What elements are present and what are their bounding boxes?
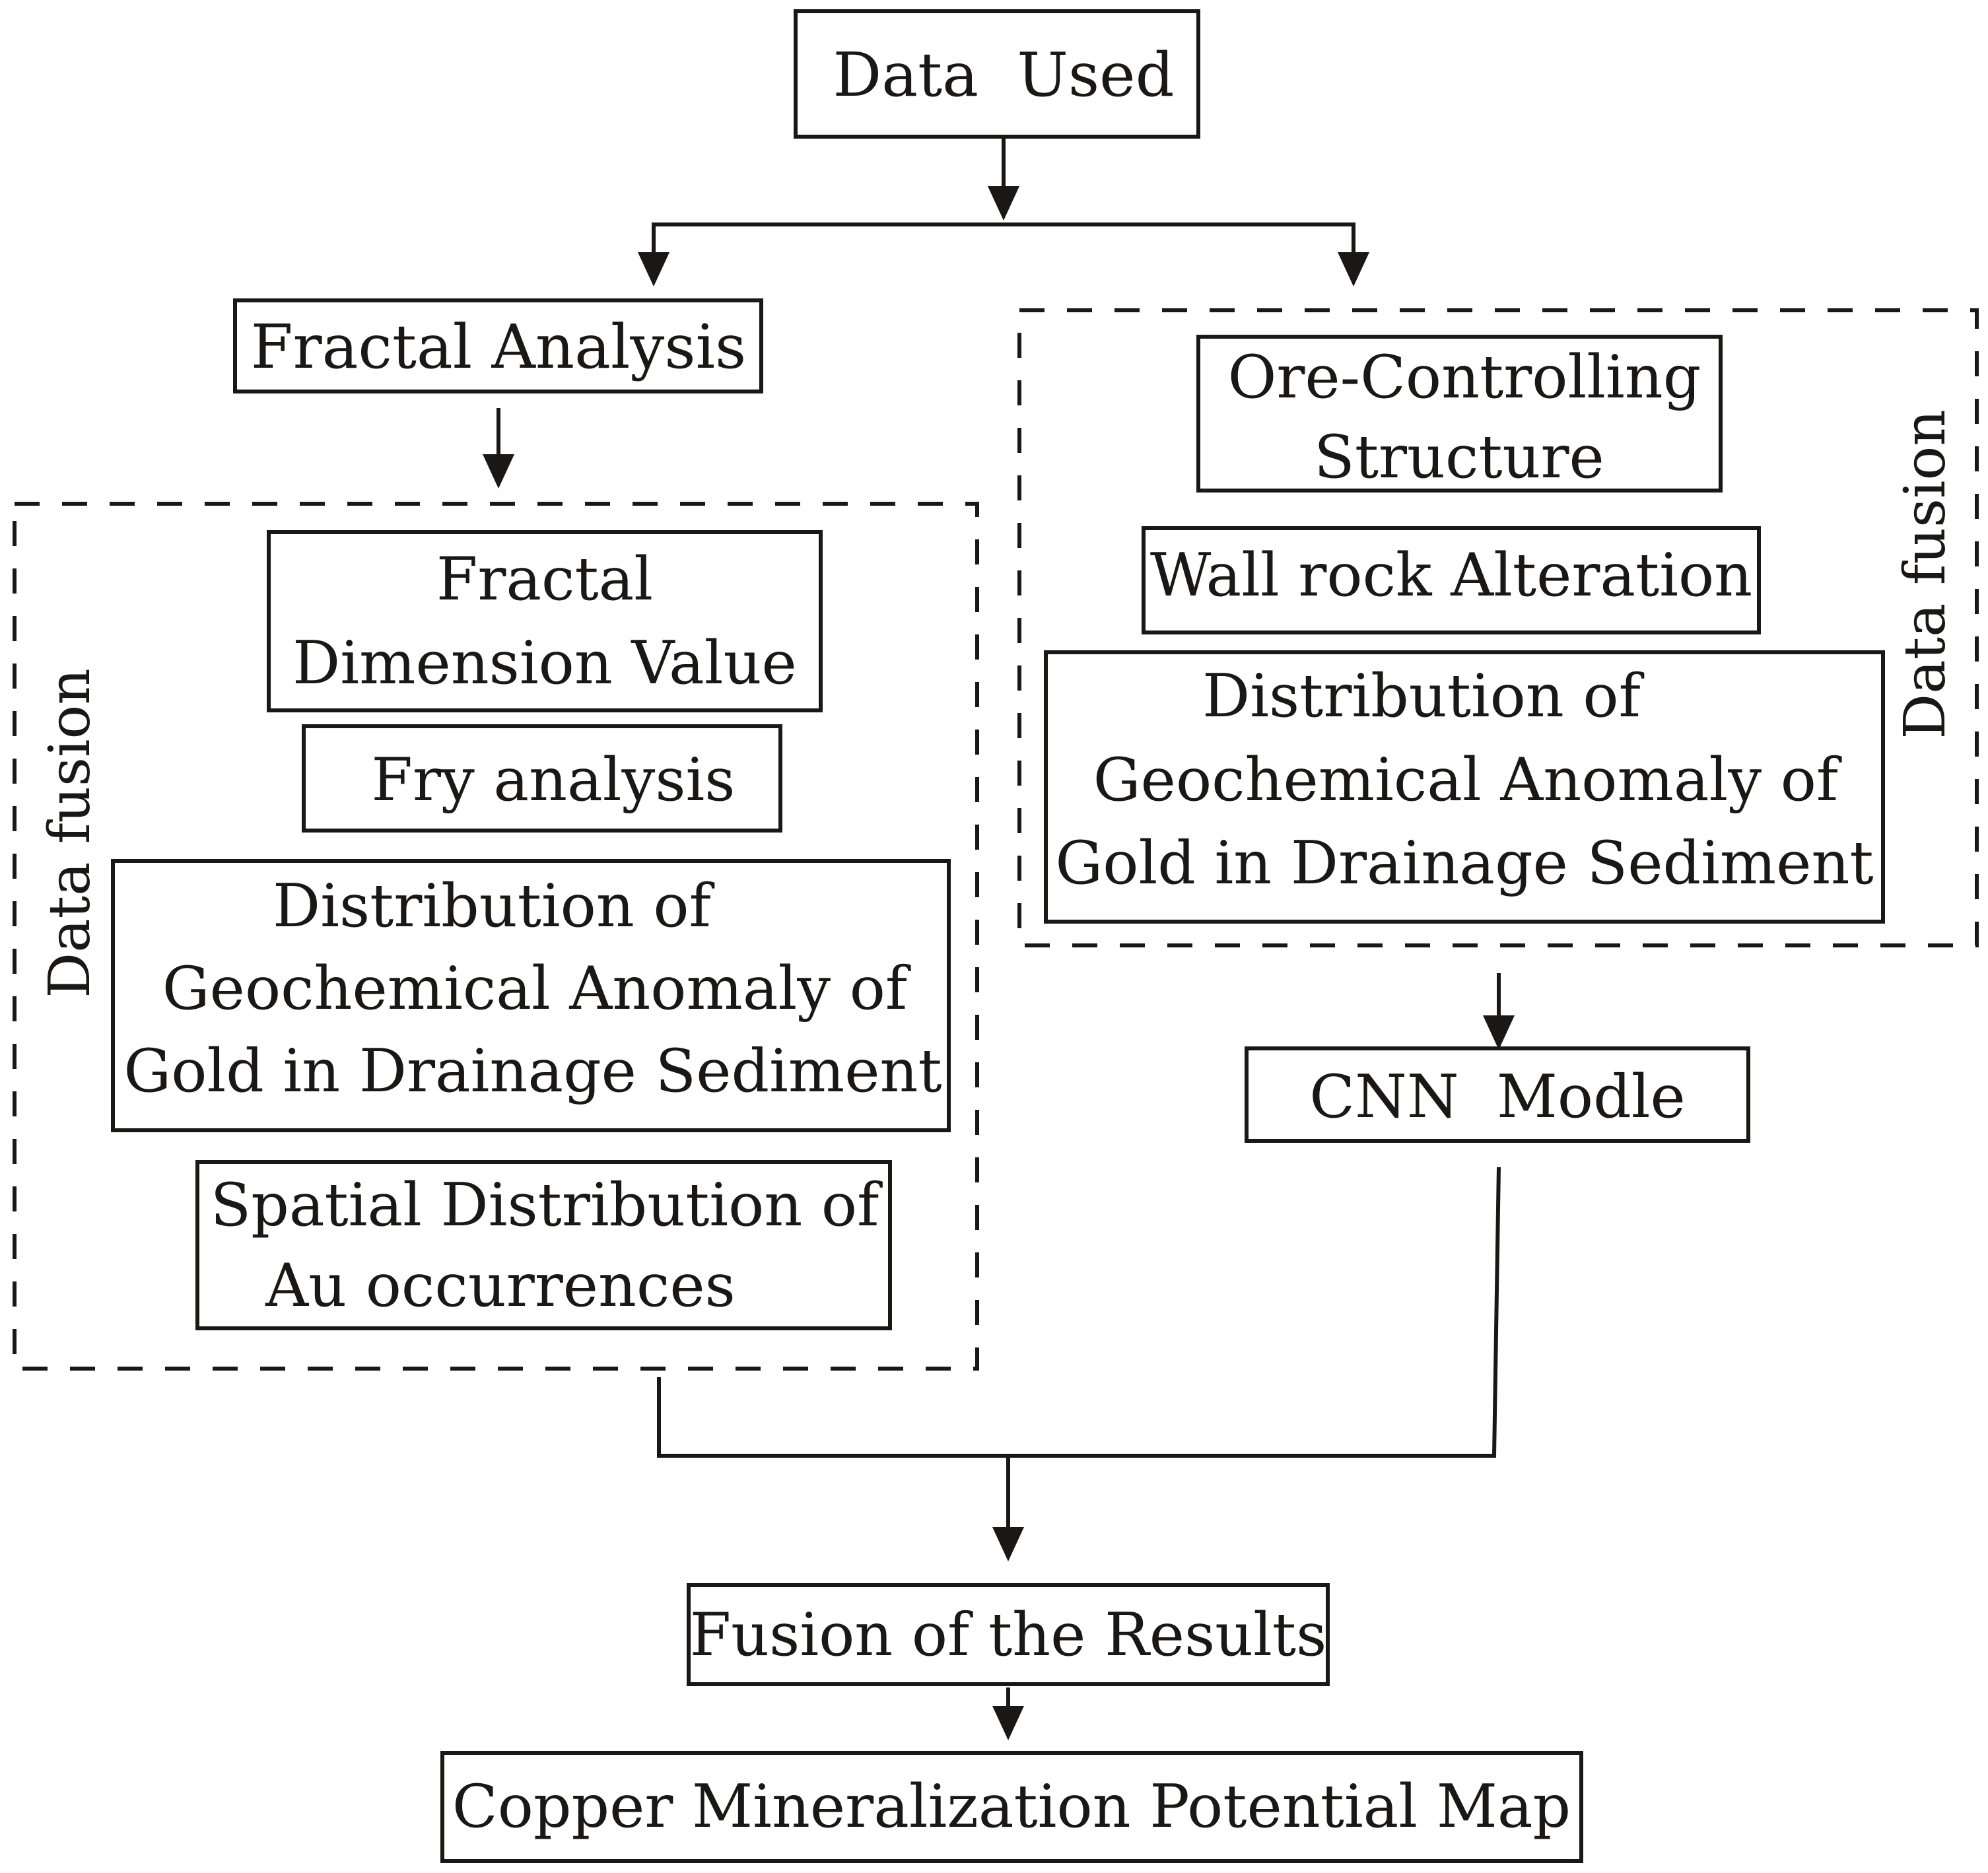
ore-controlling-line-2: Structure [1314,423,1604,492]
fusion-results-node: Fusion of the Results [687,1583,1330,1686]
geochem-left-node: Distribution of Geochemical Anomaly of G… [111,859,951,1132]
wall-rock-node: Wall rock Alteration [1142,526,1761,634]
fractal-analysis-node: Fractal Analysis [233,298,763,393]
arrowhead-fusion-down [992,1706,1024,1740]
right-group-label: Data fusion [1892,409,1958,739]
fusion-results-label: Fusion of the Results [690,1600,1327,1670]
connector-merge [657,1167,1501,1458]
fusion-results-box [687,1583,1330,1686]
arrowhead-fractal-down [483,454,514,489]
fractal-dimension-line-1: Fractal [436,545,653,614]
ore-controlling-line-1: Ore-Controlling [1228,343,1701,412]
geochem-left-line-1: Distribution of [273,871,715,941]
cnn-model-node: CNN Modle [1245,1046,1750,1143]
geochem-right-line-1: Distribution of [1202,662,1645,731]
spatial-distribution-box [195,1160,892,1330]
spatial-distribution-line-2: Au occurrences [265,1251,736,1320]
fractal-dimension-node: Fractal Dimension Value [267,530,823,712]
data-used-box [794,9,1200,139]
fractal-dimension-line-2: Dimension Value [292,629,797,698]
fry-analysis-box [302,724,782,833]
copper-map-label: Copper Mineralization Potential Map [452,1772,1571,1841]
geochem-left-line-2: Geochemical Anomaly of [162,954,911,1023]
wall-rock-label: Wall rock Alteration [1150,541,1752,610]
geochem-left-line-3: Gold in Drainage Sediment [123,1037,942,1106]
spatial-distribution-line-1: Spatial Distribution of [211,1171,883,1240]
ore-controlling-box [1196,335,1723,493]
data-used-label: Data Used [833,40,1174,110]
data-used-node: Data Used [794,9,1200,139]
copper-map-node: Copper Mineralization Potential Map [440,1751,1583,1863]
arrowhead-split-right [1338,252,1369,287]
geochem-right-line-3: Gold in Drainage Sediment [1055,829,1873,898]
left-data-fusion-group [13,502,979,1371]
geochem-right-node: Distribution of Geochemical Anomaly of G… [1044,650,1885,924]
fry-analysis-label: Fry analysis [372,745,736,815]
connectors [483,139,1515,1740]
geochem-right-line-2: Geochemical Anomaly of [1093,745,1842,815]
fry-analysis-node: Fry analysis [302,724,782,833]
fractal-analysis-box [233,298,763,393]
ore-controlling-node: Ore-Controlling Structure [1196,335,1723,493]
arrowhead-split-left [638,252,669,287]
cnn-model-label: CNN Modle [1309,1062,1686,1132]
arrowhead-right-group-down [1483,1015,1515,1050]
left-group-label: Data fusion [37,668,103,998]
fractal-analysis-label: Fractal Analysis [251,312,746,382]
geochem-right-box [1044,650,1885,924]
copper-map-box [440,1751,1583,1863]
cnn-model-box [1245,1046,1750,1143]
fractal-dimension-box [267,530,823,712]
geochem-left-box [111,859,951,1132]
arrowhead-data-used-down [988,186,1019,221]
wall-rock-box [1142,526,1761,634]
spatial-distribution-node: Spatial Distribution of Au occurrences [195,1160,892,1330]
right-data-fusion-group [1017,308,1979,947]
arrowhead-merge-down [992,1527,1024,1561]
